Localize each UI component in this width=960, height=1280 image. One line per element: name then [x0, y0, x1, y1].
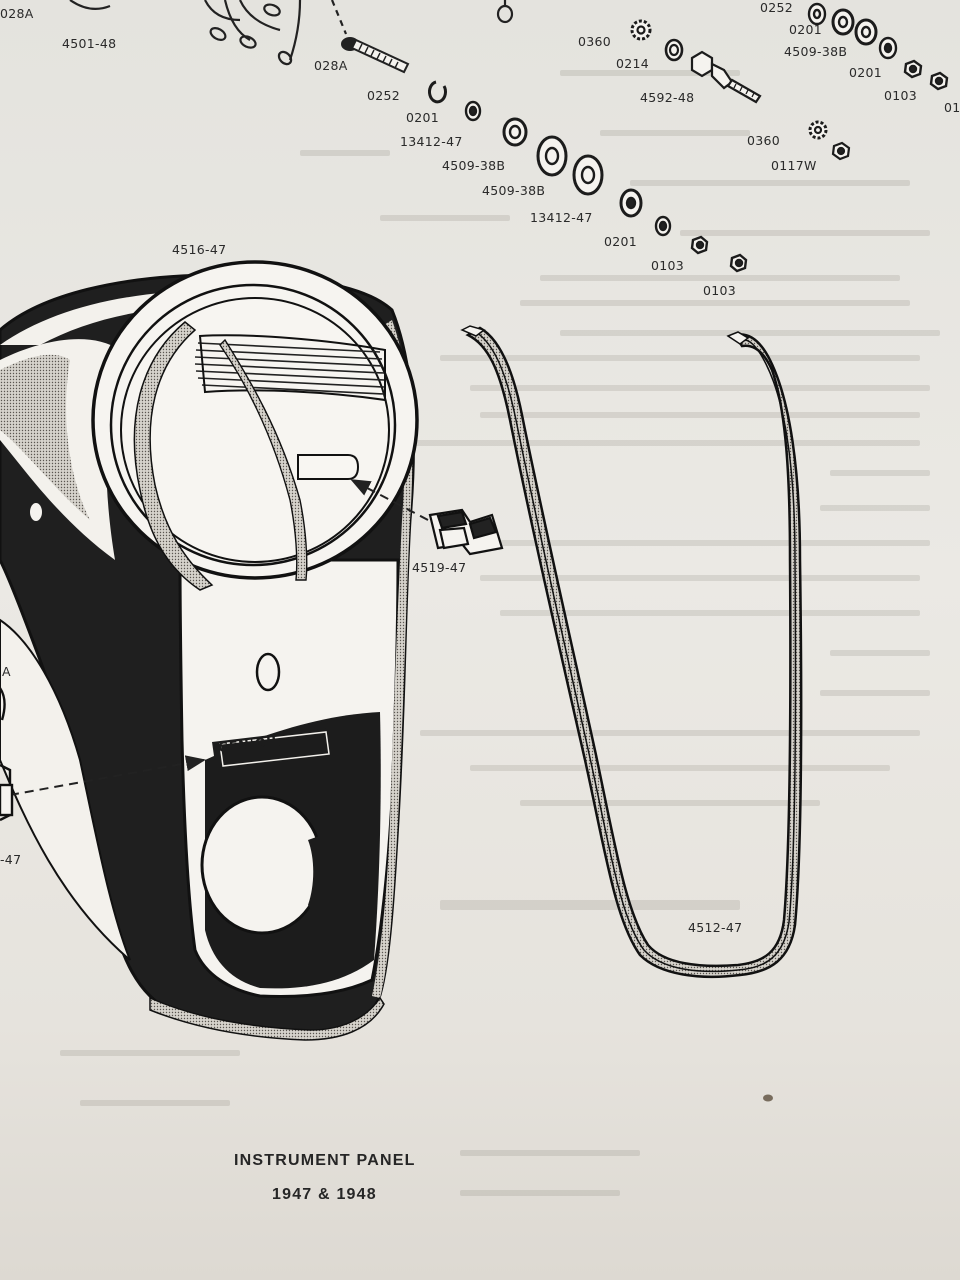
label-4516-47: 4516-47	[172, 242, 227, 257]
label-0103-a: 0103	[651, 258, 685, 273]
label-028A: 028A	[314, 58, 348, 73]
wiring-harness-fragment	[69, 0, 348, 66]
left-edge-parts	[0, 687, 14, 822]
label-0252-left: 0252	[367, 88, 401, 103]
label-028A-edge: 028A	[0, 6, 34, 21]
label-13412-47-bottom: 13412-47	[530, 210, 593, 225]
label-4509-38B-right: 4509-38B	[784, 44, 848, 59]
caption-years: 1947 & 1948	[272, 1186, 377, 1203]
label-0252-right: 0252	[760, 0, 794, 15]
label-4592-48: 4592-48	[640, 90, 695, 105]
indicator-lens-4519-47	[428, 508, 504, 556]
paper-blemish	[763, 1094, 773, 1102]
label-0201-right-b: 0201	[849, 65, 883, 80]
hardware-right-upper	[630, 19, 851, 161]
label-47-edge: -47	[0, 852, 22, 867]
label-0117W: 0117W	[771, 158, 817, 173]
label-0214: 0214	[616, 56, 650, 71]
label-0201-left: 0201	[406, 110, 440, 125]
label-0103-b: 0103	[703, 283, 737, 298]
label-0360-top: 0360	[578, 34, 612, 49]
screw-028A	[341, 37, 410, 74]
label-4509-38B-b: 4509-38B	[482, 183, 546, 198]
label-A-edge: A	[2, 664, 11, 679]
label-4512-47: 4512-47	[688, 920, 743, 935]
label-4509-38B-a: 4509-38B	[442, 158, 506, 173]
leader-lines	[9, 479, 429, 796]
instrument-panel-housing	[0, 260, 419, 1041]
label-0360-right: 0360	[747, 133, 781, 148]
label-13412-47-top: 13412-47	[400, 134, 463, 149]
gasket-4512-47	[460, 325, 803, 979]
label-4501-48: 4501-48	[62, 36, 117, 51]
label-4519-47: 4519-47	[412, 560, 467, 575]
label-0103-right: 0103	[884, 88, 918, 103]
washer-stack-left	[428, 80, 748, 273]
label-0201-right-a: 0201	[789, 22, 823, 37]
washer-stack-right	[807, 2, 949, 91]
label-0201-lower: 0201	[604, 234, 638, 249]
terminal-lug	[496, 0, 514, 24]
caption-title: INSTRUMENT PANEL	[234, 1152, 416, 1169]
label-01-edge: 01	[944, 100, 960, 115]
